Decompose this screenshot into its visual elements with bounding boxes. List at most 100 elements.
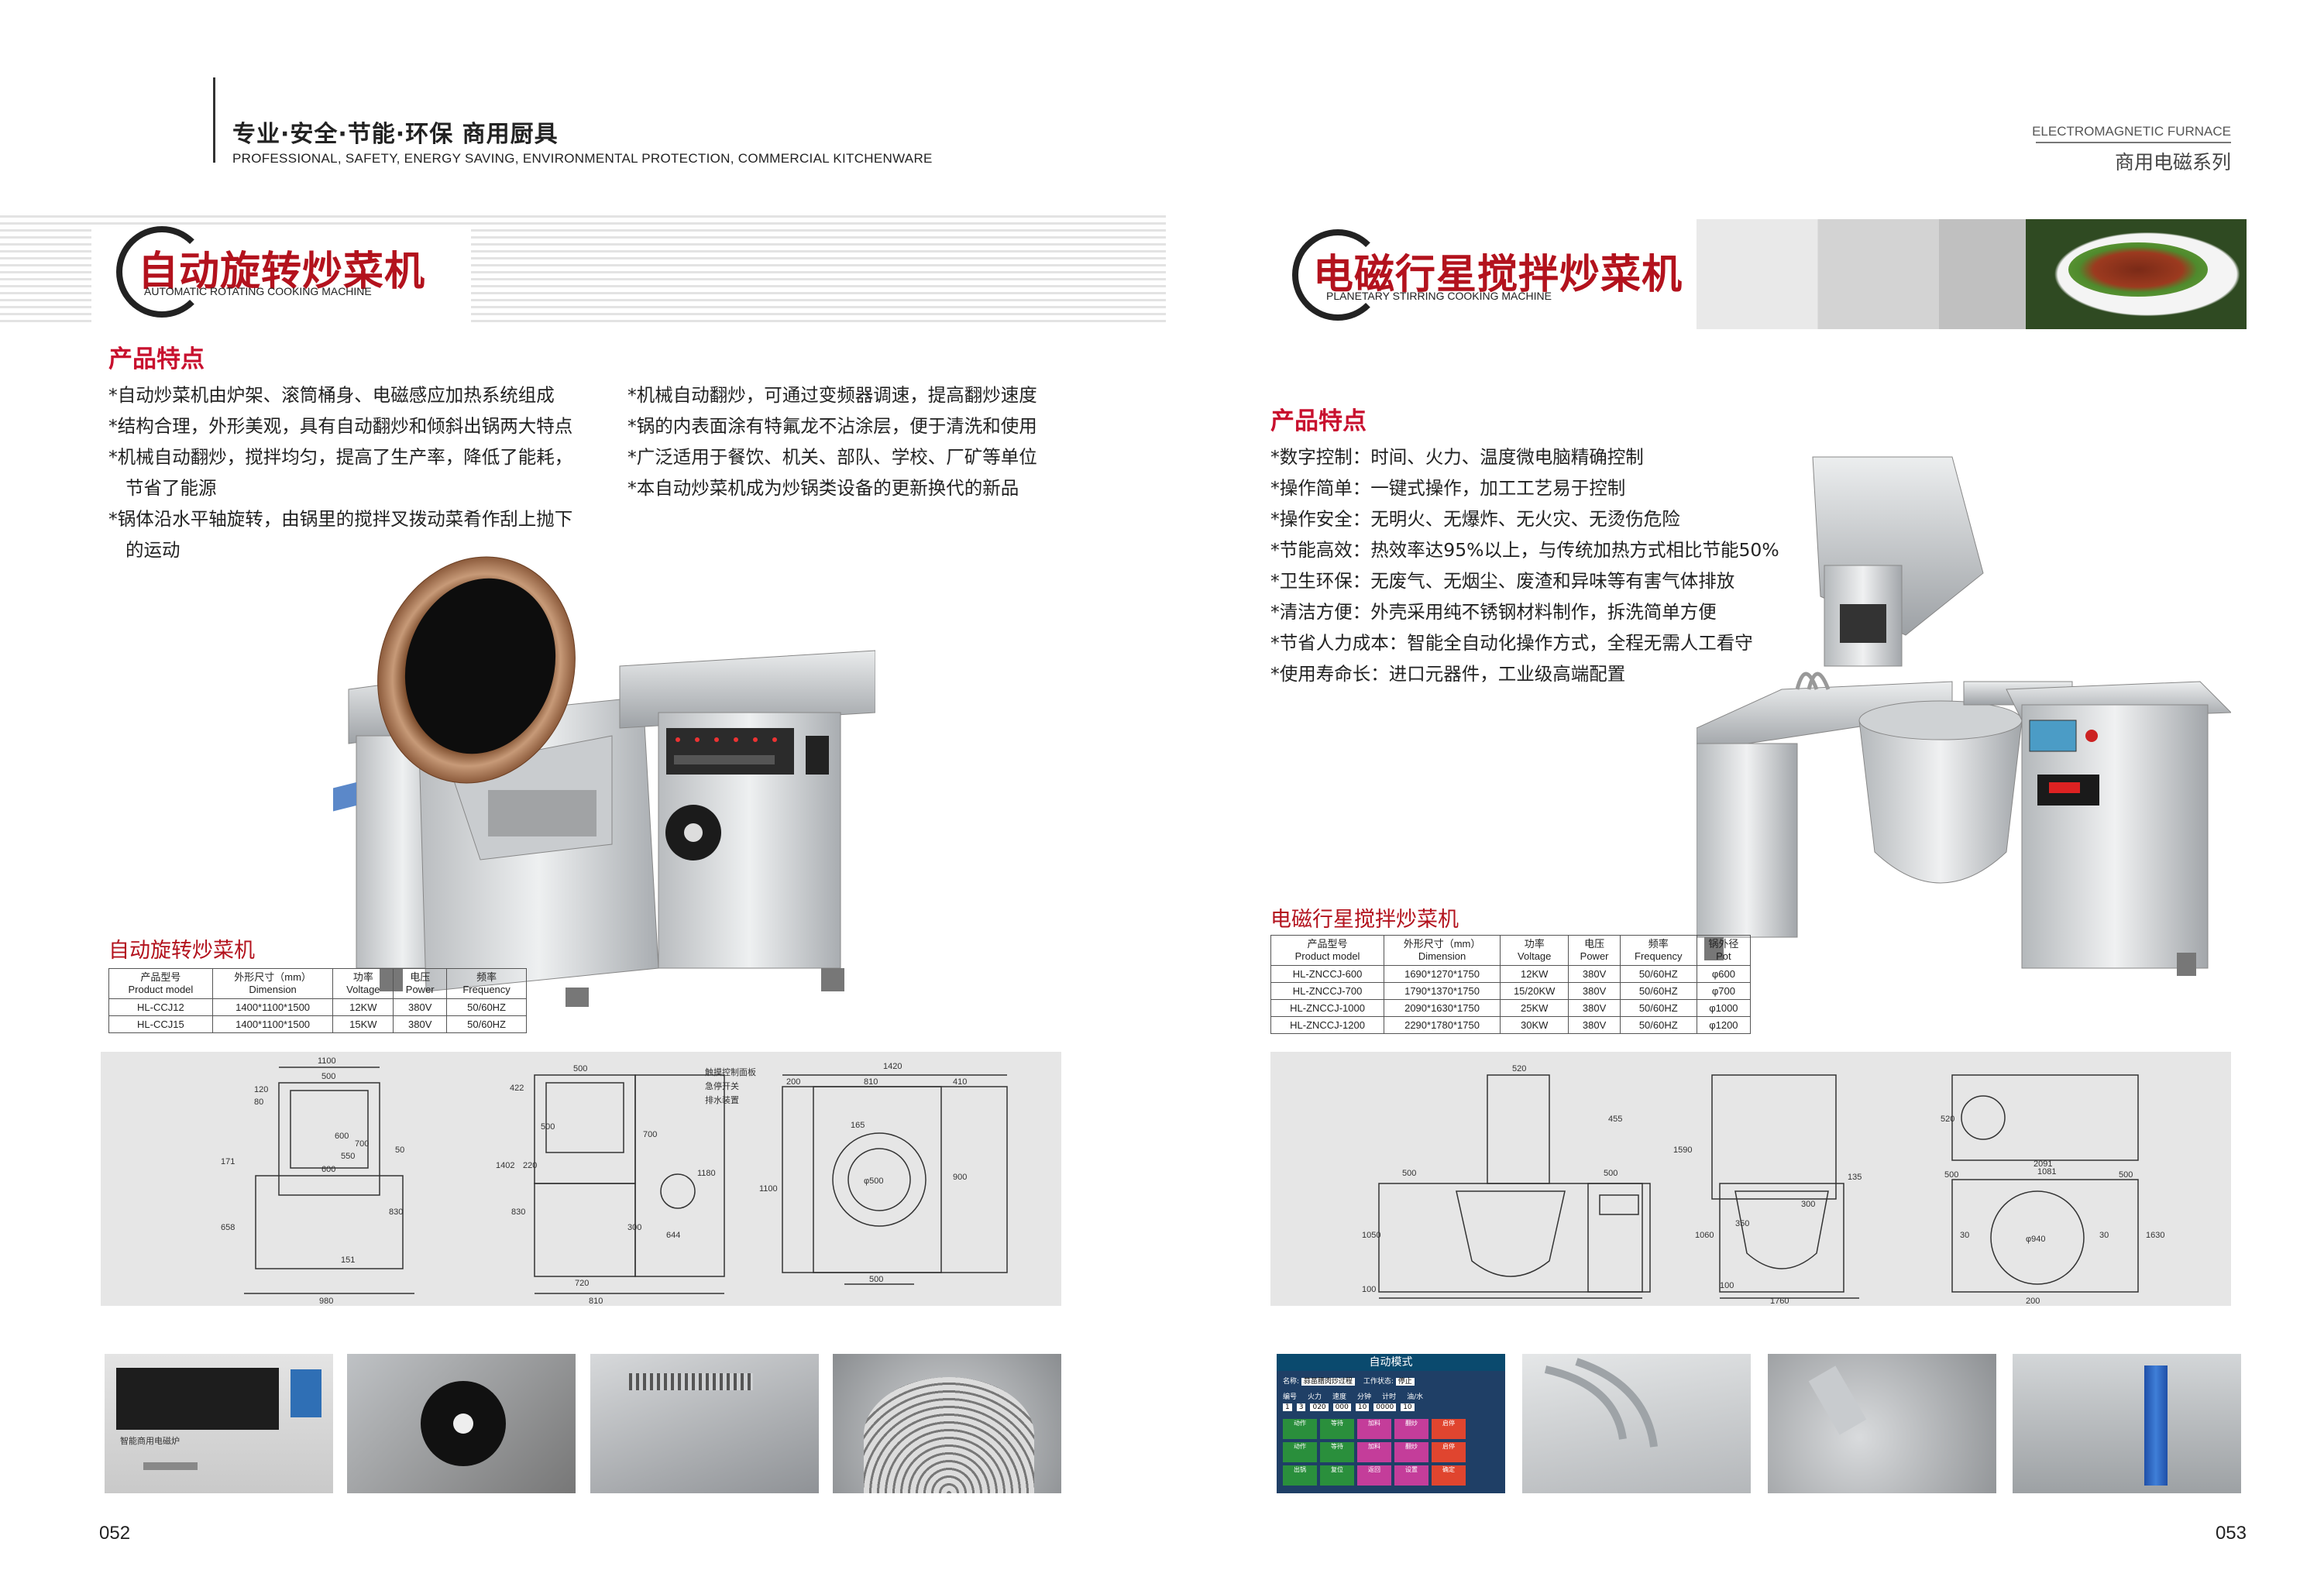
table-cell: 30KW <box>1499 1016 1569 1034</box>
screen-button[interactable]: 加料 <box>1357 1419 1391 1439</box>
table-row: HL-CCJ15 1400*1100*1500 15KW 380V 50/60H… <box>108 1015 527 1033</box>
header-slogan-en: PROFESSIONAL, SAFETY, ENERGY SAVING, ENV… <box>232 151 933 166</box>
panel-label: 智能商用电磁炉 <box>120 1436 180 1446</box>
table-cell: 380V <box>393 998 448 1016</box>
screen-button[interactable]: 复位 <box>1320 1465 1354 1486</box>
detail-photo-hydraulic <box>2013 1354 2241 1493</box>
feature-item: *广泛适用于餐饮、机关、部队、学校、厂矿等单位 <box>627 446 1037 468</box>
screen-header-row: 编号火力速度分钟计时油/水 <box>1283 1393 1424 1401</box>
handle <box>143 1462 198 1470</box>
svg-text:200: 200 <box>786 1077 800 1087</box>
svg-text:排水装置: 排水装置 <box>705 1094 739 1105</box>
svg-text:1180: 1180 <box>697 1169 716 1178</box>
svg-text:410: 410 <box>953 1077 967 1087</box>
svg-text:30: 30 <box>1960 1231 1969 1240</box>
svg-text:165: 165 <box>851 1121 865 1130</box>
table-cell: 12KW <box>332 998 394 1016</box>
svg-text:30: 30 <box>2099 1231 2109 1240</box>
table-cell: 50/60HZ <box>1619 1016 1697 1034</box>
header-divider <box>213 77 215 163</box>
screen-button[interactable]: 启停 <box>1432 1419 1466 1439</box>
table-cell: 2290*1780*1750 <box>1384 1016 1501 1034</box>
table-cell: 15/20KW <box>1499 982 1569 1000</box>
product-title-cn: 自动旋转炒菜机 <box>138 249 426 295</box>
features-list: *数字控制：时间、火力、温度微电脑精确控制 *操作简单：一键式操作，加工工艺易于… <box>1270 441 1779 689</box>
touchscreen-photo: 自动模式 名称: 蒜苗腊肉炒过程 工作状态: 停止 编号火力速度分钟计时油/水 … <box>1277 1354 1505 1493</box>
screen-button[interactable]: 翻炒 <box>1394 1442 1428 1462</box>
svg-text:50: 50 <box>395 1146 404 1155</box>
table-row: HL-ZNCCJ-700 1790*1370*1750 15/20KW 380V… <box>1270 982 1752 1000</box>
feature-item: *使用寿命长：进口元器件，工业级高端配置 <box>1270 663 1626 685</box>
spec-table-title: 电磁行星搅拌炒菜机 <box>1270 908 1459 932</box>
svg-text:200: 200 <box>2026 1297 2040 1306</box>
svg-text:830: 830 <box>511 1207 525 1217</box>
svg-text:600: 600 <box>335 1132 349 1141</box>
svg-text:700: 700 <box>355 1139 369 1149</box>
svg-text:1590: 1590 <box>1673 1146 1692 1155</box>
feature-item: *机械自动翻炒，搅拌均匀，提高了生产率，降低了能耗， <box>108 446 573 468</box>
feature-item: *本自动炒菜机成为炒锅类设备的更新换代的新品 <box>627 477 1019 499</box>
table-cell: HL-ZNCCJ-700 <box>1270 982 1385 1000</box>
screen-button[interactable]: 等待 <box>1320 1419 1354 1439</box>
screen-button[interactable]: 设置 <box>1394 1465 1428 1486</box>
svg-text:422: 422 <box>510 1084 524 1093</box>
stir-fry-food <box>2068 242 2208 297</box>
display-screen <box>116 1368 279 1430</box>
svg-text:600: 600 <box>321 1165 335 1174</box>
detail-photo-stirrer <box>1768 1354 1996 1493</box>
table-cell: 1400*1100*1500 <box>211 998 334 1016</box>
series-name-en: ELECTROMAGNETIC FURNACE <box>2032 124 2231 139</box>
drawing-dimension-labels: 520 455 500 500 1050 100 1590 1060 350 3… <box>1362 1064 2164 1306</box>
screen-button[interactable]: 翻炒 <box>1394 1419 1428 1439</box>
table-cell: HL-CCJ12 <box>108 998 213 1016</box>
svg-text:500: 500 <box>1402 1169 1416 1178</box>
header-slogan-cn: 专业·安全·节能·环保 商用厨具 <box>232 121 559 148</box>
svg-text:810: 810 <box>864 1077 878 1087</box>
column-header: 外形尺寸（mm）Dimension <box>1384 935 1501 966</box>
svg-text:135: 135 <box>1848 1173 1862 1182</box>
feature-item: *数字控制：时间、火力、温度微电脑精确控制 <box>1270 446 1644 468</box>
table-cell: 15KW <box>332 1015 394 1033</box>
screen-button[interactable]: 确定 <box>1432 1465 1466 1486</box>
feature-item: *操作安全：无明火、无爆炸、无火灾、无烫伤危险 <box>1270 508 1680 530</box>
svg-text:500: 500 <box>321 1072 335 1081</box>
svg-text:1060: 1060 <box>1695 1231 1714 1240</box>
planetary-cooker-image <box>1697 456 2231 976</box>
rotating-cooker-image <box>333 556 875 1007</box>
screen-button[interactable]: 动作 <box>1283 1419 1317 1439</box>
svg-text:1100: 1100 <box>759 1184 778 1194</box>
screen-button[interactable]: 出锅 <box>1283 1465 1317 1486</box>
svg-text:550: 550 <box>341 1152 355 1161</box>
table-cell: 1790*1370*1750 <box>1384 982 1501 1000</box>
screen-button[interactable]: 启停 <box>1432 1442 1466 1462</box>
svg-text:120: 120 <box>254 1085 268 1094</box>
screen-button[interactable]: 返回 <box>1357 1465 1391 1486</box>
table-cell: 50/60HZ <box>1619 965 1697 983</box>
svg-text:80: 80 <box>254 1098 263 1107</box>
svg-text:644: 644 <box>666 1231 680 1240</box>
screen-button[interactable]: 加料 <box>1357 1442 1391 1462</box>
screen-button-grid: 动作 等待 加料 翻炒 启停 动作 等待 加料 翻炒 启停 出锅 复位 返回 设… <box>1283 1419 1469 1486</box>
svg-text:980: 980 <box>319 1297 333 1306</box>
screen-button[interactable]: 等待 <box>1320 1442 1354 1462</box>
detail-photo-water-spout <box>1522 1354 1751 1493</box>
technical-drawing: 1100 500 120 80 600 550 700 50 600 171 6… <box>221 1056 1008 1306</box>
product-title-en: AUTOMATIC ROTATING COOKING MACHINE <box>144 285 372 297</box>
vent-grille <box>629 1373 753 1390</box>
svg-text:151: 151 <box>341 1256 355 1265</box>
svg-text:2091: 2091 <box>2033 1159 2052 1169</box>
screen-title: 自动模式 <box>1277 1354 1505 1371</box>
feature-item: *操作简单：一键式操作，加工工艺易于控制 <box>1270 477 1626 499</box>
svg-text:520: 520 <box>1941 1115 1954 1124</box>
svg-text:1050: 1050 <box>1362 1231 1380 1240</box>
screen-button[interactable]: 动作 <box>1283 1442 1317 1462</box>
features-list-col1: *自动炒菜机由炉架、滚筒桶身、电磁感应加热系统组成 *结构合理，外形美观，具有自… <box>108 380 572 565</box>
svg-text:220: 220 <box>523 1161 537 1170</box>
detail-photo-drum <box>833 1354 1061 1493</box>
table-cell: φ600 <box>1696 965 1752 983</box>
detail-photo-control-panel: 智能商用电磁炉 <box>105 1354 333 1493</box>
